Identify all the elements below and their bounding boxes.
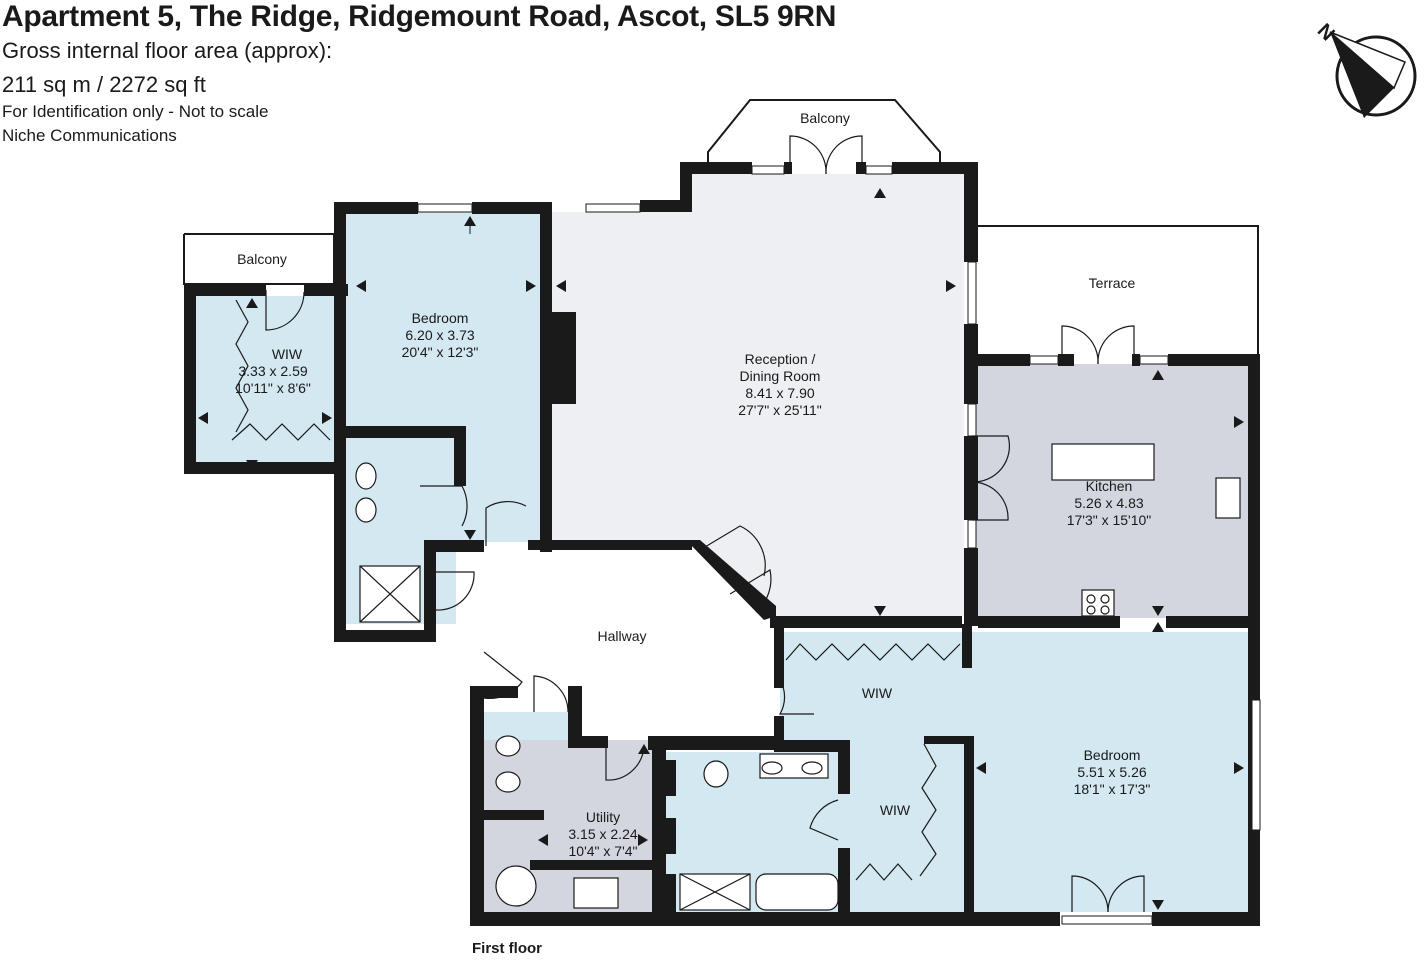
floor-label: First floor [472, 940, 542, 957]
wiw-left-label: WIW [272, 346, 303, 362]
agent-name: Niche Communications [2, 126, 177, 145]
wiw-mid-label: WIW [862, 685, 893, 701]
hallway-room [480, 548, 774, 740]
reception-imperial: 27'7" x 25'11" [738, 402, 822, 418]
balcony-left-label: Balcony [237, 251, 287, 267]
dimension-arrows [198, 188, 1244, 910]
utility-label: Utility [586, 809, 620, 825]
kitchen-metric: 5.26 x 4.83 [1074, 495, 1143, 511]
wiw-left-metric: 3.33 x 2.59 [238, 363, 307, 379]
walls [184, 162, 1260, 926]
kitchen-label: Kitchen [1086, 478, 1133, 494]
wiw-left-room [194, 296, 336, 466]
gross-area-label: Gross internal floor area (approx): [2, 38, 333, 63]
wiw-low-label: WIW [880, 802, 911, 818]
bedroom-1-metric: 6.20 x 3.73 [405, 327, 474, 343]
utility-metric: 3.15 x 2.24 [568, 826, 637, 842]
reception-label-line2: Dining Room [740, 368, 821, 384]
bedroom-2-label: Bedroom [1084, 747, 1141, 763]
bedroom-1-label: Bedroom [412, 310, 469, 326]
reception-room [552, 174, 964, 616]
fixtures [355, 443, 1241, 911]
wiw-left-imperial: 10'11" x 8'6" [235, 380, 311, 396]
bedroom-2-imperial: 18'1" x 17'3" [1074, 781, 1151, 797]
bedroom-1-imperial: 20'4" x 12'3" [402, 344, 479, 360]
compass-icon: N [1313, 20, 1417, 118]
kitchen-room [972, 364, 1248, 618]
reception-label: Reception / [745, 351, 816, 367]
terrace-label: Terrace [1089, 275, 1136, 291]
door-swings [265, 135, 1145, 913]
plan-title: Apartment 5, The Ridge, Ridgemount Road,… [2, 0, 837, 33]
kitchen-imperial: 17'3" x 15'10" [1067, 512, 1152, 528]
balcony-top-label: Balcony [800, 110, 850, 126]
windows [417, 165, 1261, 925]
balcony-top-area [707, 99, 941, 162]
gross-area-value: 211 sq m / 2272 sq ft [2, 72, 206, 97]
bedroom-2-metric: 5.51 x 5.26 [1077, 764, 1146, 780]
utility-imperial: 10'4" x 7'4" [569, 843, 638, 859]
terrace-area [978, 225, 1259, 354]
disclaimer-text: For Identification only - Not to scale [2, 102, 269, 121]
reception-metric: 8.41 x 7.90 [745, 385, 814, 401]
bedroom-2-room [780, 632, 1248, 912]
hallway-label: Hallway [597, 628, 646, 644]
wardrobe-folds [231, 299, 961, 881]
